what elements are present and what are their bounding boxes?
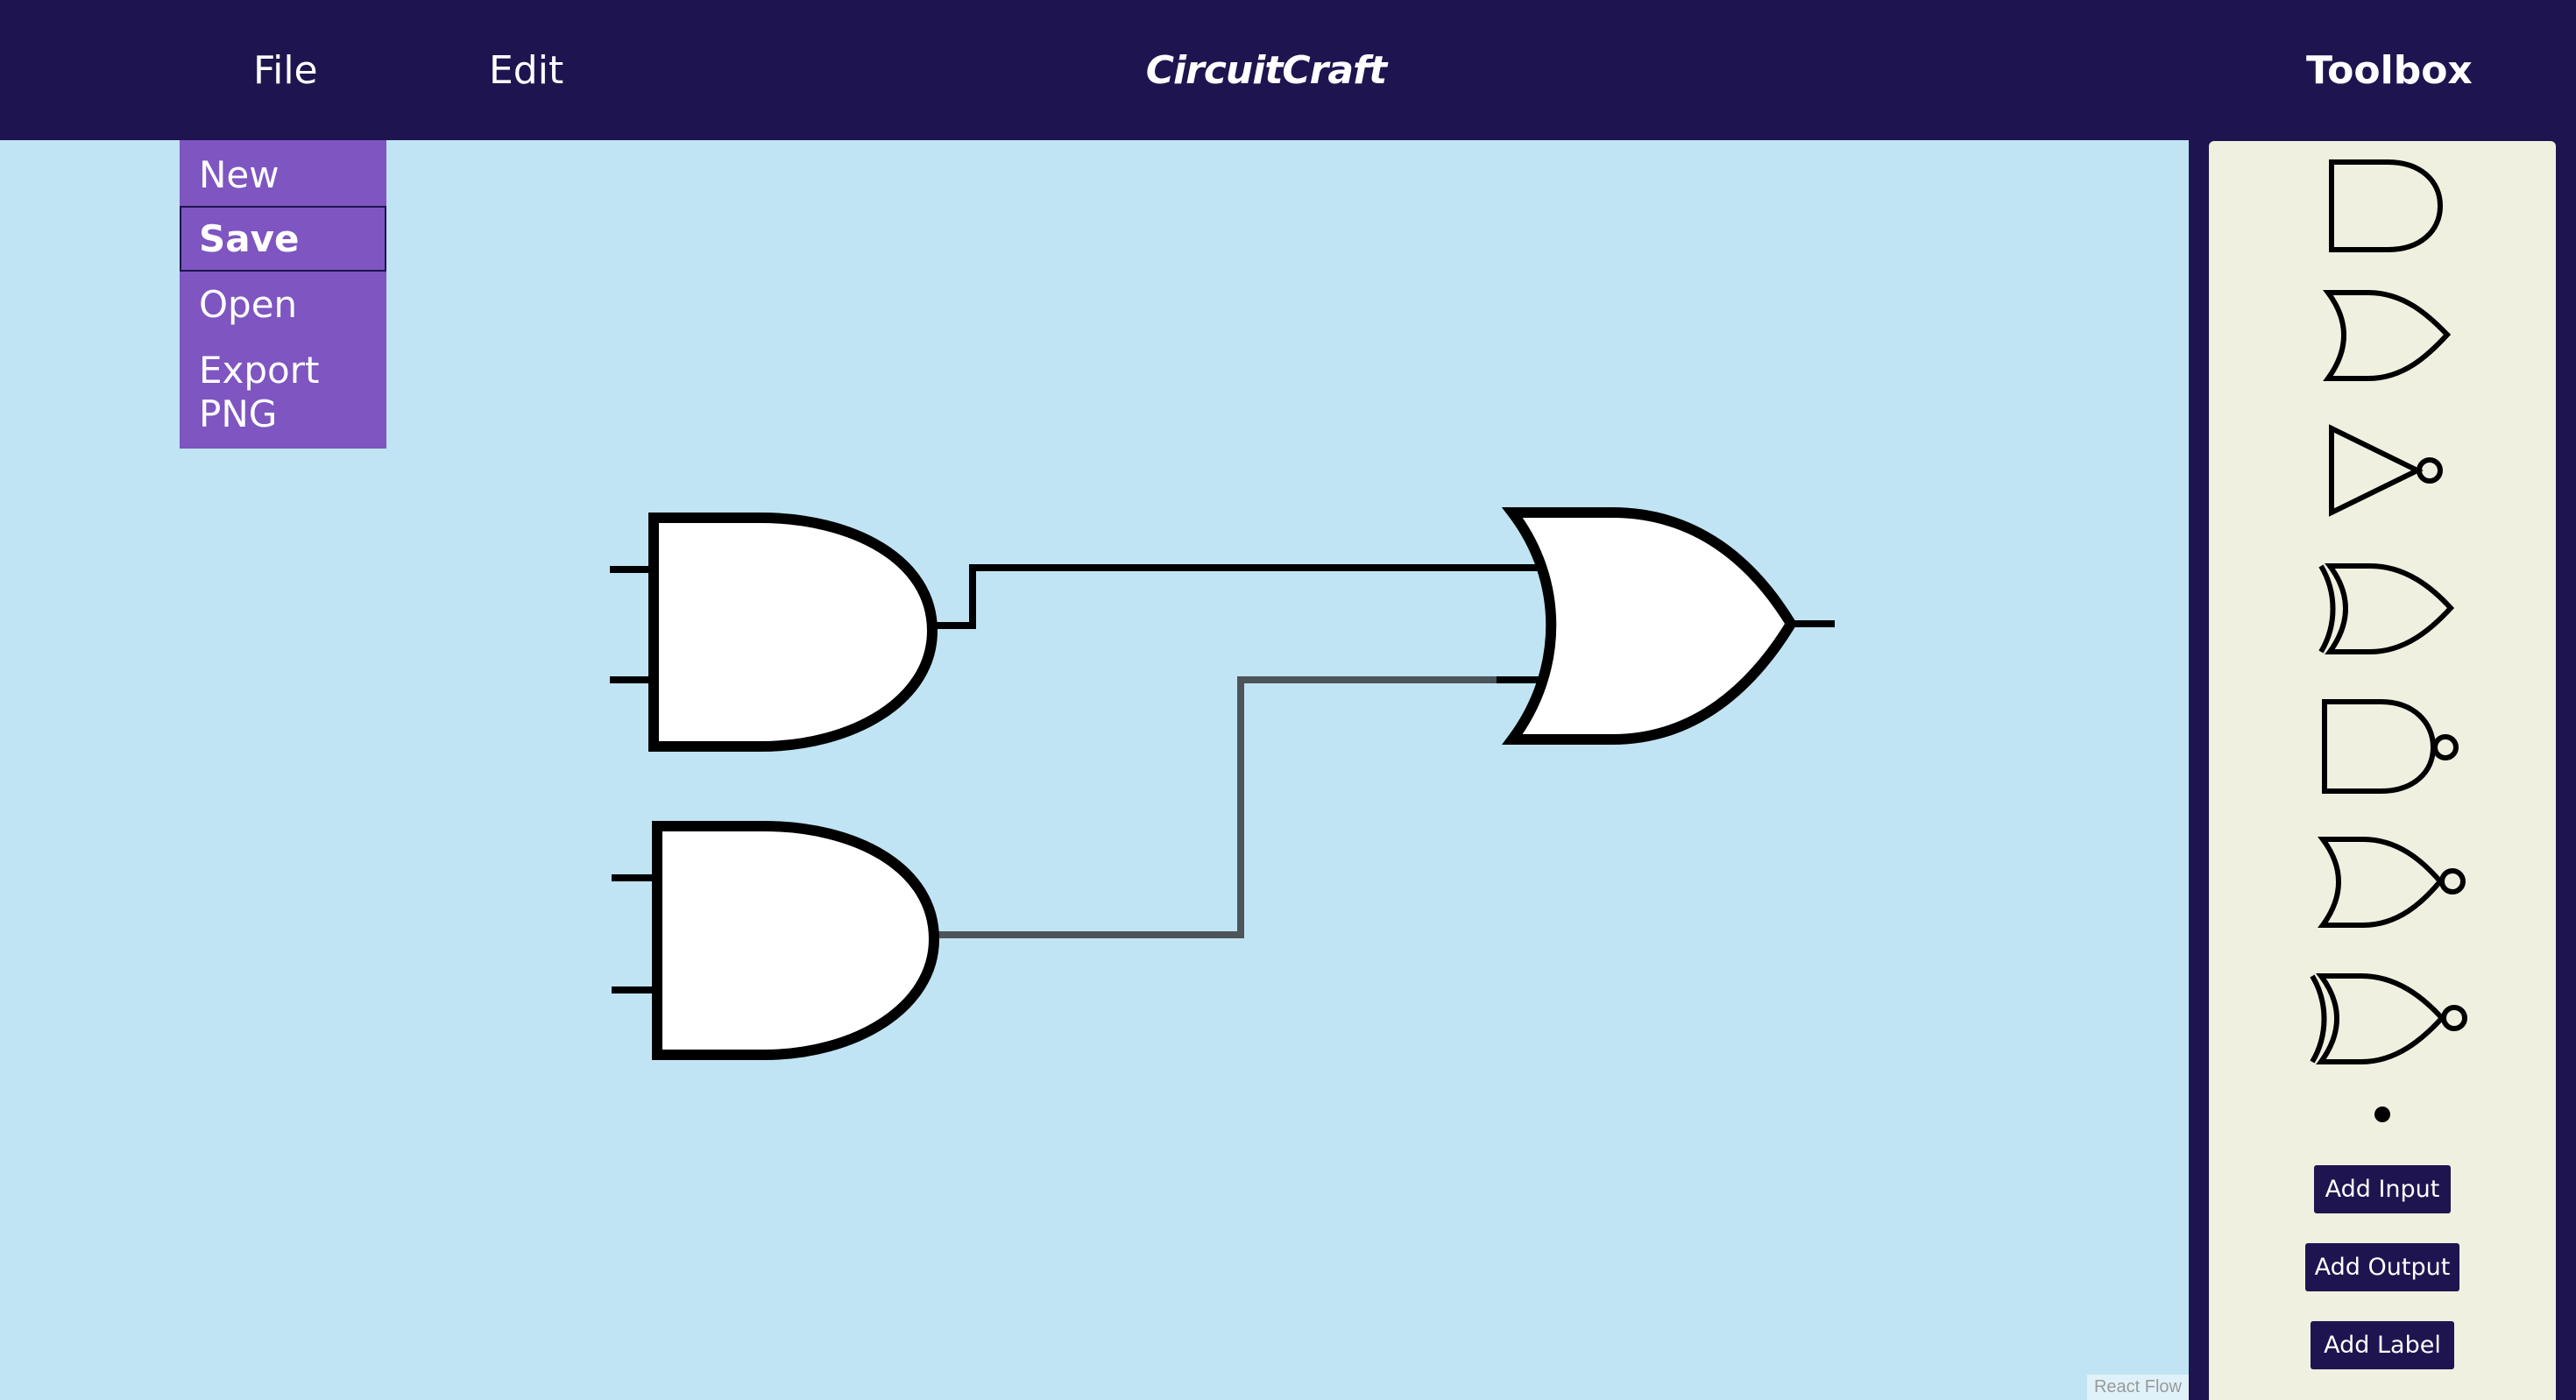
- not-gate-icon[interactable]: [2295, 420, 2470, 525]
- add-output-button[interactable]: Add Output: [2305, 1243, 2459, 1291]
- xor-gate-icon[interactable]: [2295, 557, 2470, 662]
- edit-menu-button[interactable]: Edit: [489, 48, 564, 93]
- xnor-gate-icon[interactable]: [2295, 967, 2470, 1072]
- junction-dot-icon[interactable]: [2295, 1096, 2470, 1149]
- menu-item-export-png[interactable]: Export PNG: [199, 349, 320, 435]
- top-bar: File Edit CircuitCraft Toolbox: [0, 0, 2576, 140]
- or-gate-icon[interactable]: [2295, 284, 2470, 389]
- circuit-diagram[interactable]: [0, 140, 2189, 1400]
- and-gate-1[interactable]: [610, 513, 973, 752]
- wire-and2-to-or[interactable]: [934, 676, 1544, 938]
- add-input-button[interactable]: Add Input: [2314, 1165, 2451, 1213]
- toolbox-panel: Add Input Add Output Add Label: [2209, 141, 2556, 1400]
- menu-item-open[interactable]: Open: [199, 283, 298, 326]
- nand-gate-icon[interactable]: [2295, 693, 2470, 798]
- menu-item-new[interactable]: New: [199, 153, 280, 196]
- react-flow-attribution[interactable]: React Flow: [2086, 1375, 2189, 1400]
- menu-item-save[interactable]: Save: [180, 206, 386, 272]
- file-menu-button[interactable]: File: [253, 48, 318, 93]
- and-gate-icon[interactable]: [2295, 150, 2470, 255]
- add-label-button[interactable]: Add Label: [2311, 1321, 2454, 1369]
- or-gate-1[interactable]: [1497, 507, 1835, 745]
- app-title: CircuitCraft: [1145, 48, 1387, 93]
- file-dropdown-menu: New Save Open Export PNG: [180, 140, 386, 449]
- and-gate-2[interactable]: [612, 821, 940, 1060]
- wire-and1-to-or[interactable]: [932, 564, 1544, 629]
- nor-gate-icon[interactable]: [2295, 831, 2470, 936]
- toolbox-title: Toolbox: [2306, 48, 2473, 93]
